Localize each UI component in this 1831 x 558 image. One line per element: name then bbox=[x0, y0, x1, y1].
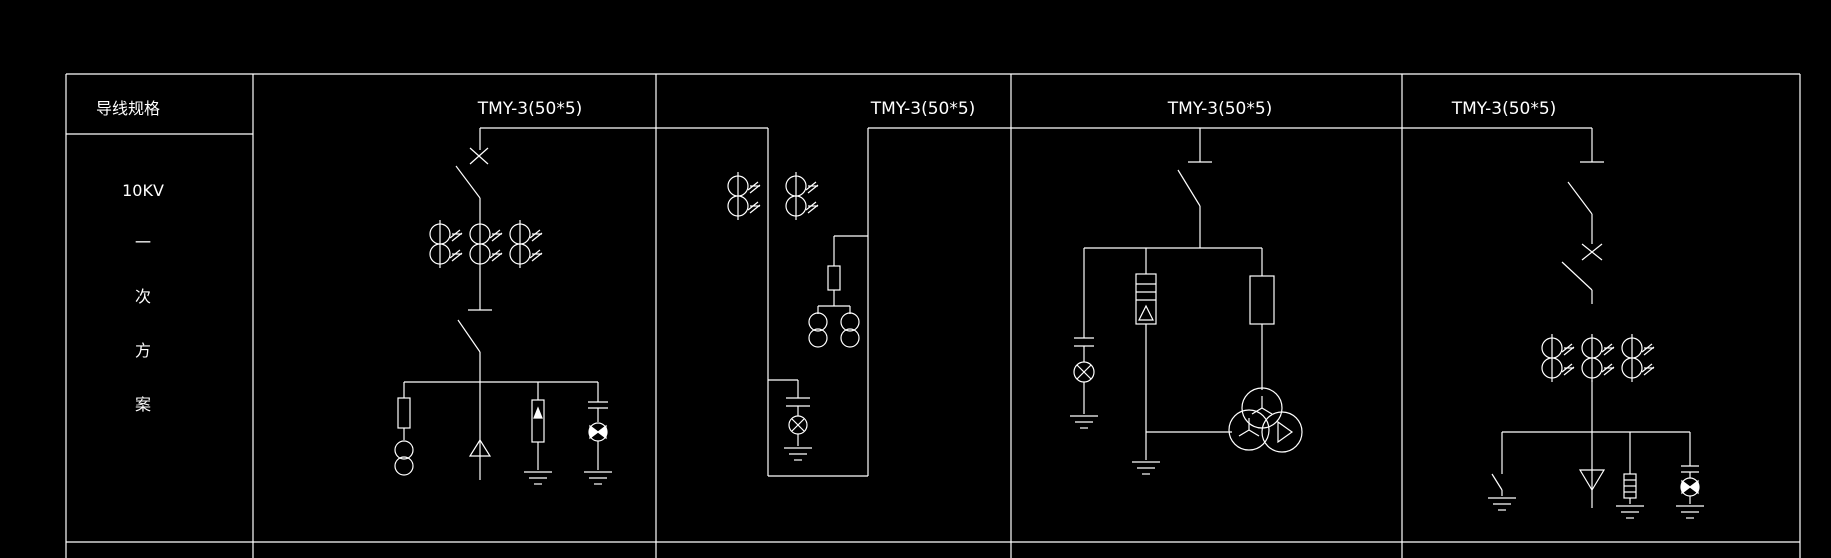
panel-1-circuit bbox=[394, 128, 613, 485]
bus-spec-3: TMY-3(50*5) bbox=[1167, 99, 1273, 119]
bus-spec-1: TMY-3(50*5) bbox=[477, 99, 583, 119]
arrester-triangle-1 bbox=[468, 438, 492, 457]
side-char-1: 一 bbox=[135, 233, 151, 252]
pt-transformer-1 bbox=[394, 440, 414, 460]
side-char-3: 方 bbox=[135, 341, 151, 360]
metering-pt-1 bbox=[808, 312, 828, 332]
panel-4-circuit bbox=[1487, 128, 1705, 519]
side-char-2: 次 bbox=[135, 287, 151, 306]
panel-3-circuit bbox=[1069, 128, 1303, 475]
bus-spec-2: TMY-3(50*5) bbox=[870, 99, 976, 119]
panel-2-circuit bbox=[727, 128, 869, 477]
voltage-label: 10KV bbox=[122, 181, 164, 200]
arrester-triangle-4 bbox=[1578, 469, 1606, 492]
side-char-4: 案 bbox=[135, 395, 151, 414]
col0-title: 导线规格 bbox=[96, 99, 160, 118]
bus-spec-4: TMY-3(50*5) bbox=[1451, 99, 1557, 119]
metering-pt-2 bbox=[840, 312, 860, 332]
table-frame bbox=[65, 73, 1801, 558]
